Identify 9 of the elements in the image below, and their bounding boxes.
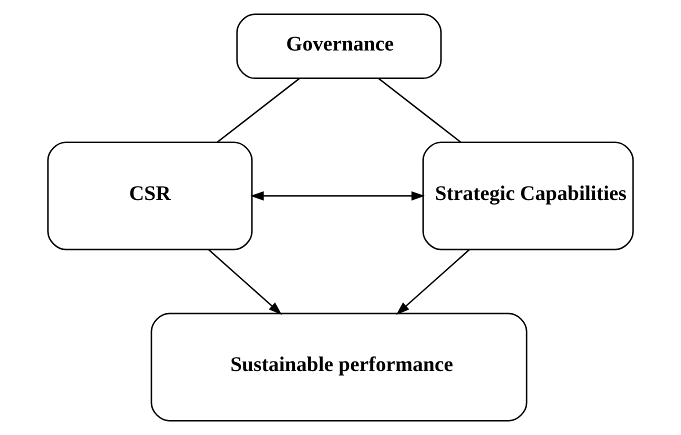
connector xyxy=(216,78,300,143)
node-box: Strategic Capabilities xyxy=(422,142,634,250)
node-box: CSR xyxy=(47,142,253,250)
arrow xyxy=(396,249,470,315)
connector xyxy=(378,78,462,143)
node-box: Sustainable performance xyxy=(150,312,528,422)
arrow xyxy=(250,191,425,201)
node-box: Governance xyxy=(236,14,442,80)
arrow xyxy=(208,249,282,315)
